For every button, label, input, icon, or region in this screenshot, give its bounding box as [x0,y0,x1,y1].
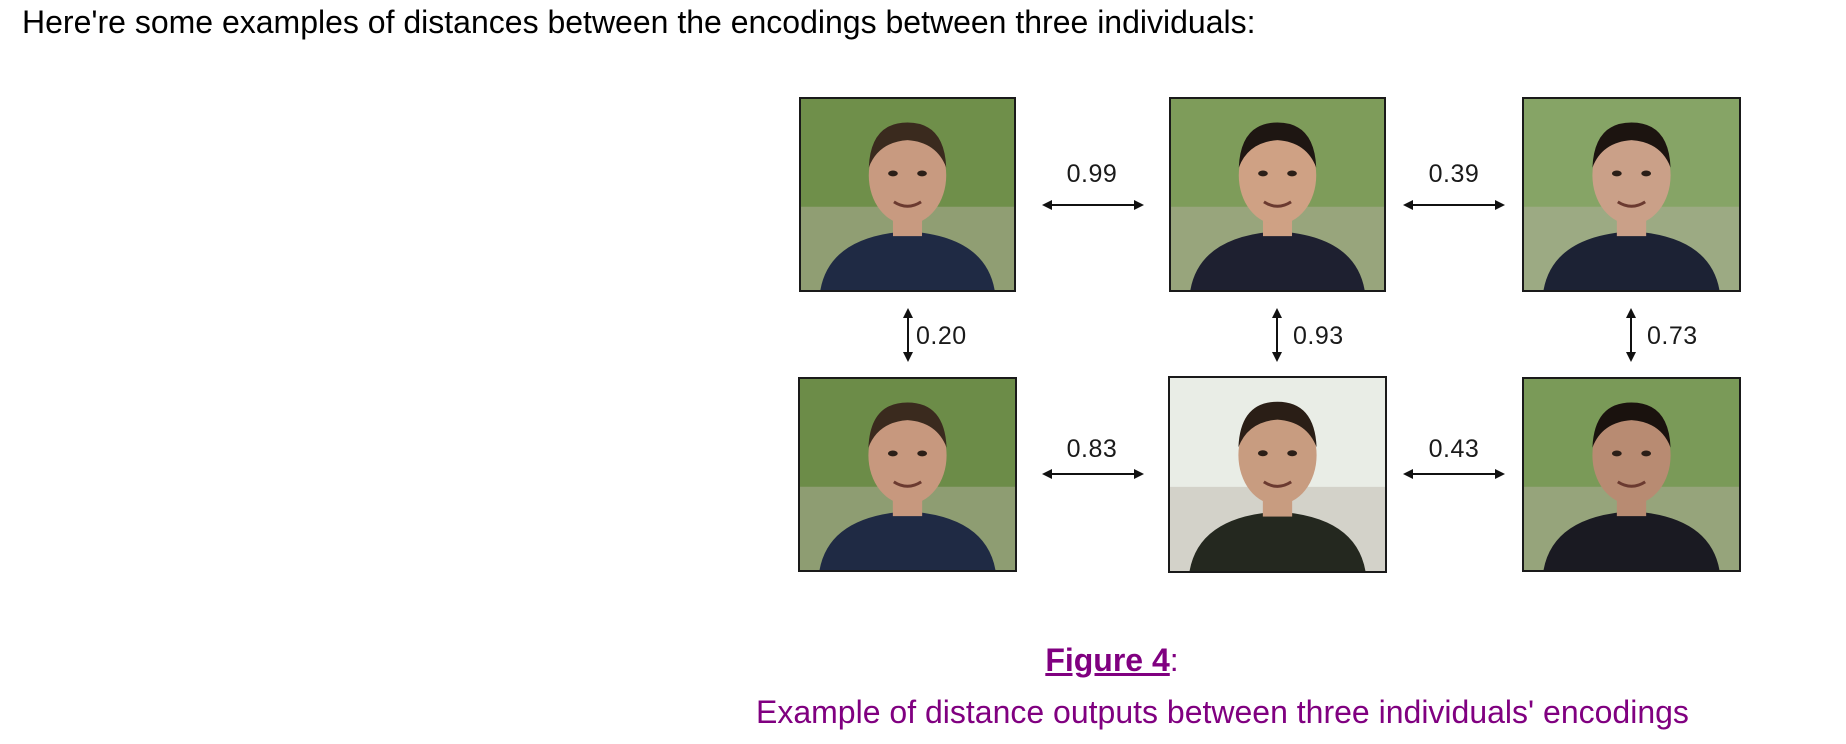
photo-face [868,126,947,225]
photo-eye [1258,170,1268,177]
distance-label-top-middle-right: 0.39 [1428,160,1480,188]
photo-mouth [1263,480,1292,488]
photo-person3-top [1522,97,1741,292]
photo-eye [917,450,928,457]
photo-eye [917,170,927,177]
photo-shirt [1543,231,1720,290]
photo-mouth [1617,480,1646,488]
portrait-image [1171,99,1384,290]
figure-reference: Figure 4 [1045,642,1170,678]
photo-eye [1287,450,1298,457]
double-arrow-vertical-icon [1272,308,1282,362]
photo-face [1592,126,1671,225]
photo-person3-bottom [1522,377,1741,572]
double-arrow-horizontal-icon [1042,469,1144,479]
photo-hair [1238,401,1317,448]
photo-eye [887,450,898,457]
portrait-image [801,99,1014,290]
photo-eye [1611,450,1622,457]
double-arrow-horizontal-icon [1403,200,1505,210]
distance-label-left-vertical: 0.20 [916,322,967,350]
photo-eye [1611,170,1622,177]
photo-person2-bottom [1168,376,1387,573]
distance-label-right-vertical: 0.73 [1647,322,1698,350]
figure-caption-text: Example of distance outputs between thre… [756,694,1689,730]
photo-shirt [1190,231,1365,290]
figure-caption-title: Figure 4: [962,640,1262,680]
distance-label-bottom-left-middle: 0.83 [1066,435,1118,463]
distance-label-middle-vertical: 0.93 [1293,322,1344,350]
portrait-image [1170,378,1385,571]
photo-hair [1592,402,1671,448]
portrait-image [800,379,1015,570]
photo-face [1238,405,1317,505]
photo-mouth [893,480,922,488]
double-arrow-horizontal-icon [1042,200,1144,210]
photo-eye [1641,170,1652,177]
photo-mouth [1617,200,1646,208]
photo-hair [1592,122,1671,168]
photo-face [1238,126,1317,225]
distance-label-bottom-middle-right: 0.43 [1428,435,1480,463]
intro-text: Here're some examples of distances betwe… [22,4,1256,40]
portrait-image [1524,379,1739,570]
portrait-image [1524,99,1739,290]
photo-shirt [1189,511,1366,571]
photo-hair [1238,122,1317,168]
photo-face [1592,406,1671,505]
double-arrow-horizontal-icon [1403,469,1505,479]
photo-person1-top [799,97,1016,292]
distance-label-top-left-middle: 0.99 [1066,160,1118,188]
double-arrow-vertical-icon [903,308,913,362]
photo-person2-top [1169,97,1386,292]
photo-mouth [893,200,922,208]
photo-shirt [820,231,995,290]
figure-caption-colon: : [1169,642,1179,678]
photo-hair [868,402,947,448]
photo-eye [888,170,898,177]
photo-mouth [1263,200,1292,208]
photo-shirt [1543,511,1720,570]
photo-hair [868,122,947,168]
photo-eye [1641,450,1652,457]
photo-eye [1287,170,1297,177]
photo-person1-bottom [798,377,1017,572]
double-arrow-vertical-icon [1626,308,1636,362]
photo-eye [1257,450,1268,457]
photo-shirt [819,511,996,570]
photo-face [868,406,947,505]
